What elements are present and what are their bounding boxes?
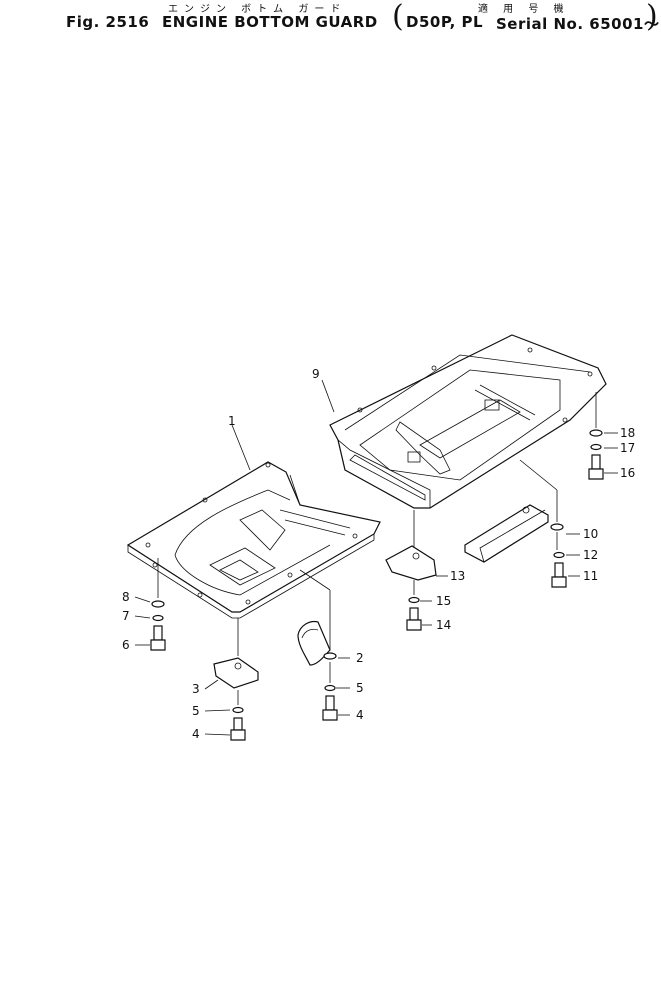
callout-1: 1 (228, 414, 236, 428)
callout-9: 9 (312, 367, 320, 381)
washer-8 (151, 600, 165, 608)
callout-18: 18 (620, 426, 635, 440)
callout-14: 14 (436, 618, 451, 632)
part-1-front-guard (126, 461, 381, 619)
model-text: D50P, PL (406, 13, 484, 31)
right-parenthesis: ) (646, 0, 658, 34)
part-10-side-plate (464, 504, 549, 563)
part-3-plate (213, 657, 259, 689)
part-2-bracket (297, 620, 331, 666)
washer-5-right (324, 684, 336, 692)
figure-header: エンジン ボトム ガード 適 用 号 機 Fig. 2516 ENGINE BO… (0, 0, 661, 40)
callout-3: 3 (192, 682, 200, 696)
serial-text: Serial No. 65001～ (496, 15, 660, 33)
figure-number: Fig. 2516 (66, 13, 150, 31)
callout-12: 12 (583, 548, 598, 562)
washer-5-left (232, 706, 244, 714)
callout-4-left: 4 (192, 727, 200, 741)
callout-5-left: 5 (192, 704, 200, 718)
callout-15: 15 (436, 594, 451, 608)
applicability-japanese: 適 用 号 機 (478, 4, 570, 15)
lock-washer-17 (590, 443, 602, 451)
bolt-11 (551, 562, 567, 588)
leader-lines (134, 379, 618, 736)
bolt-4-left (230, 717, 246, 741)
callout-labels: 1 2 3 4 4 5 5 6 7 8 9 10 11 12 13 14 15 … (122, 367, 635, 741)
figure-title: ENGINE BOTTOM GUARD (162, 13, 378, 31)
callout-13: 13 (450, 569, 465, 583)
callout-4-right: 4 (356, 708, 364, 722)
callout-8: 8 (122, 590, 130, 604)
bolt-16 (588, 454, 604, 480)
washer-15 (408, 596, 420, 604)
washer-10-pad (550, 523, 564, 531)
hardware-set (150, 429, 604, 741)
callout-2: 2 (356, 651, 364, 665)
bolt-14 (406, 607, 422, 631)
bolt-6 (150, 625, 166, 651)
bolt-4-right (322, 695, 338, 721)
title-japanese: エンジン ボトム ガード (168, 4, 347, 15)
washer-12 (553, 551, 565, 559)
callout-16: 16 (620, 466, 635, 480)
callout-5-right: 5 (356, 681, 364, 695)
left-parenthesis: ( (392, 0, 404, 34)
callout-7: 7 (122, 609, 130, 623)
callout-10: 10 (583, 527, 598, 541)
part-13-plate (385, 545, 437, 581)
part-9-rear-guard (329, 334, 607, 509)
lock-washer-7 (152, 614, 164, 622)
callout-17: 17 (620, 441, 635, 455)
callout-11: 11 (583, 569, 598, 583)
washer-2-pad (323, 652, 337, 660)
callout-6: 6 (122, 638, 130, 652)
washer-18 (589, 429, 603, 437)
